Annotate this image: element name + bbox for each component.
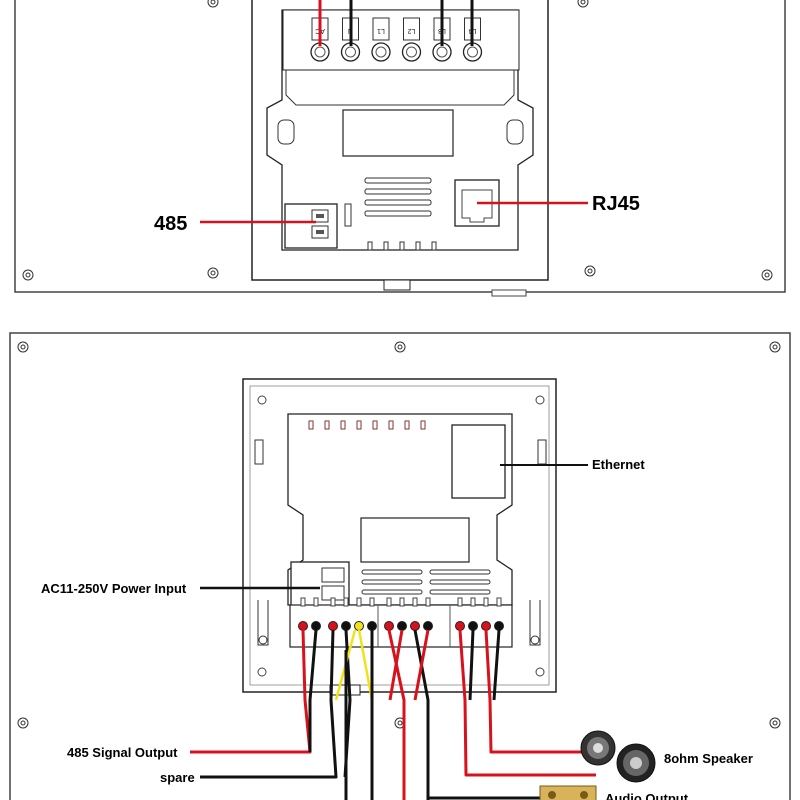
ethernet-port-icon [451,424,506,499]
amplifier-icon [539,785,597,800]
wire [388,629,404,701]
wire [468,629,475,701]
label-window [342,109,454,157]
label-ethernet: Ethernet [592,457,645,472]
terminal-screw-icon [397,621,407,631]
wire [190,629,312,754]
terminal-screw-icon [328,621,338,631]
wire [200,629,338,779]
label-audio-output: Audio Output [605,791,689,800]
terminal-screw-icon [367,621,377,631]
label-485-signal-output: 485 Signal Output [67,745,178,760]
top-pins [308,420,426,430]
latch-icon [257,600,541,646]
label-485: 485 [154,213,187,235]
terminal-screw-icon [371,42,391,62]
wire [308,629,318,752]
wire [413,629,430,701]
terminal-screw-icon [311,621,321,631]
side-slot [254,439,264,465]
side-slot [537,439,547,465]
mount-slot [277,119,295,145]
terminal-label: L1 [377,27,385,34]
terminal-label: L2 [408,27,416,34]
label-window [360,517,470,563]
wire [458,629,596,777]
output-wires [190,629,596,800]
top-wires [318,0,474,46]
terminal-screw-icon [481,621,491,631]
screw-icon [257,395,545,677]
rs485-connector-icon [284,203,352,249]
label-speaker: 8ohm Speaker [664,751,753,766]
power-connector-icon [290,561,350,607]
speaker-icon [580,730,656,783]
output-terminals [298,597,504,631]
terminal-screw-icon [423,621,433,631]
wire [484,629,585,754]
vent-slots [364,177,432,217]
terminal-screw-icon [410,621,420,631]
terminal-screw-icon [384,621,394,631]
module-tab [383,279,411,291]
terminal-screw-icon [494,621,504,631]
terminal-screw-icon [341,621,351,631]
terminal-screw-icon [401,42,422,62]
top-panel: ACNL1L2L3L4 485 RJ45 [14,0,786,297]
wire [387,629,406,800]
terminal-screw-icon [354,621,364,631]
terminal-screw-icon [298,621,308,631]
screw-icon [17,341,781,729]
side-connector [491,289,527,297]
screw-icon [22,0,773,281]
terminal-screw-icon [468,621,478,631]
label-rj45: RJ45 [592,193,640,215]
wire [357,629,374,701]
wire [426,700,540,800]
label-power-input: AC11-250V Power Input [41,581,187,596]
wire [492,629,501,701]
vent-slots [361,569,491,595]
mount-slot [506,119,524,145]
label-spare: spare [160,770,195,785]
pin-row [367,241,437,251]
bottom-panel: Ethernet AC11-250V Power Input 485 Signa… [9,332,791,800]
terminal-screw-icon [455,621,465,631]
